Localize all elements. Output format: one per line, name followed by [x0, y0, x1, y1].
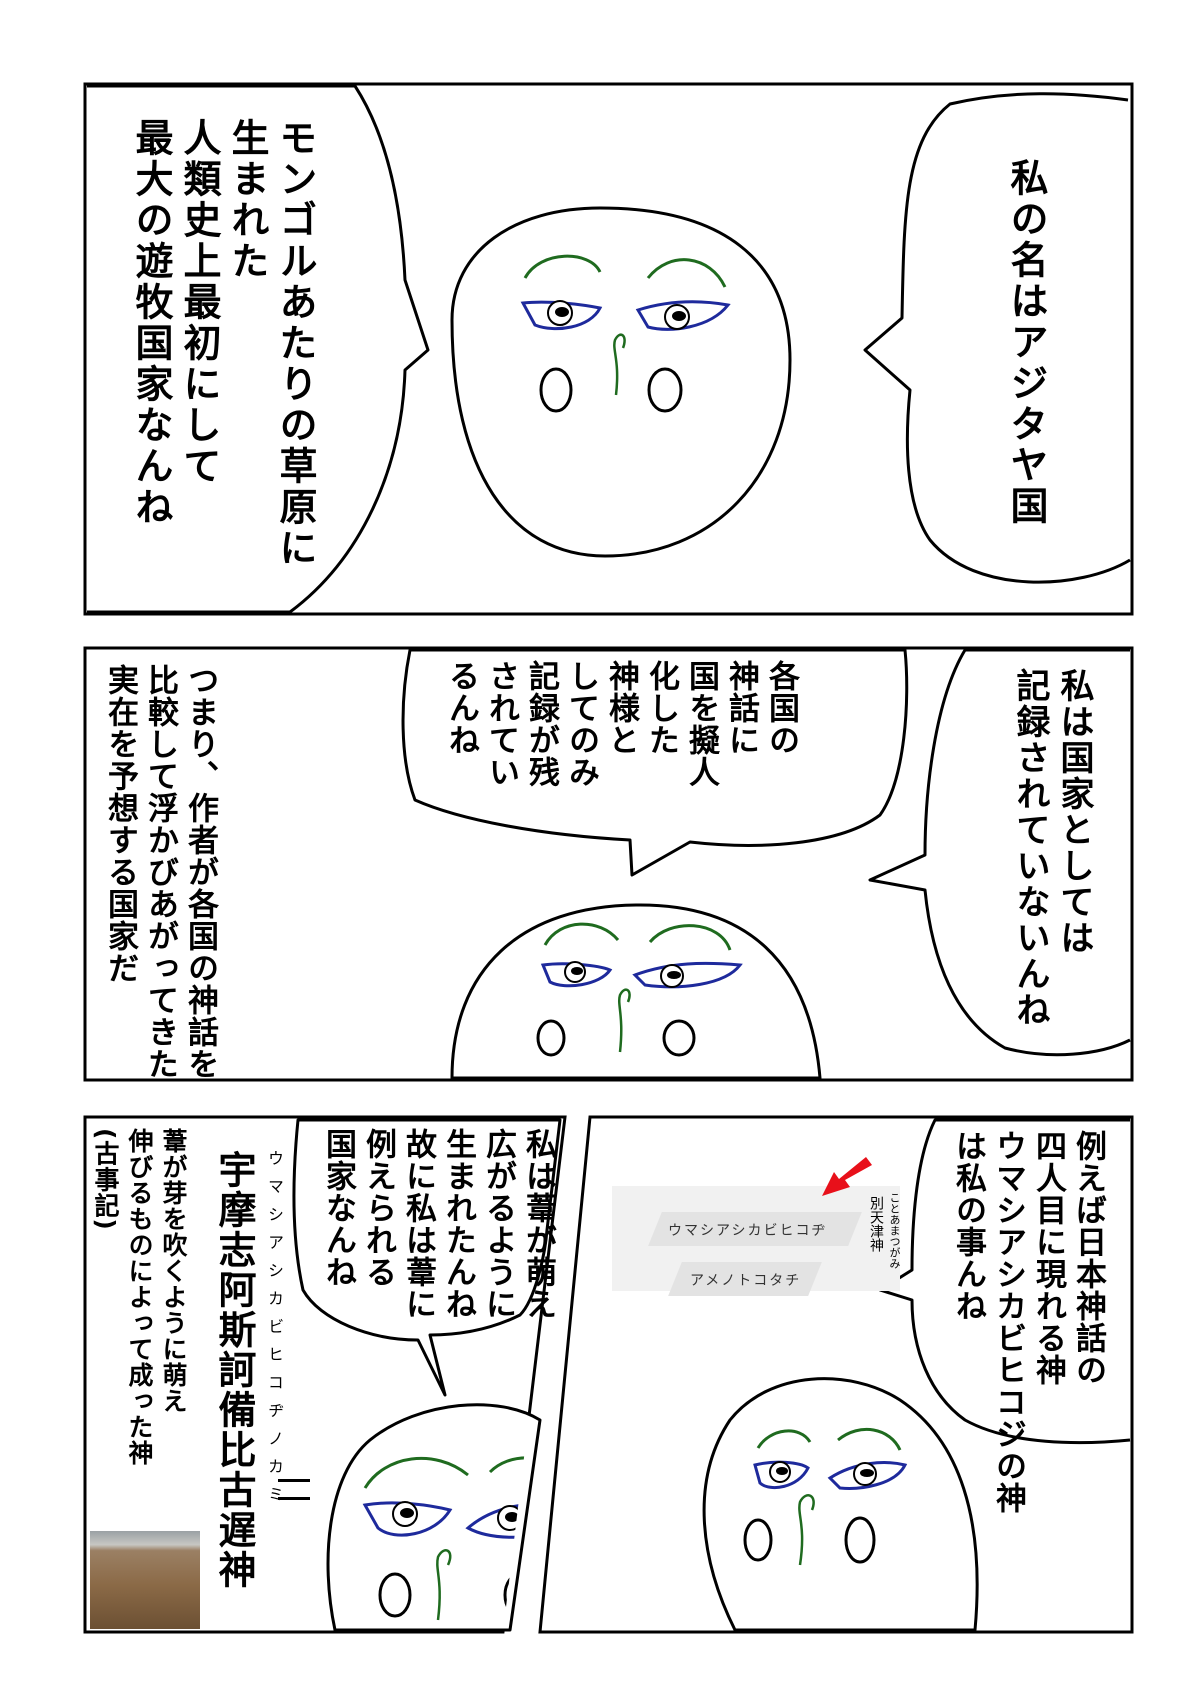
god-description: 葦が芽を吹くように萌え 伸びるものによって成った神 (古事記): [91, 1128, 188, 1466]
panel-1-right-bubble-text: 私の名はアジタヤ国: [1004, 158, 1048, 527]
panel-2-face: [536, 922, 743, 1057]
panel-2-center-bubble: [401, 648, 909, 877]
panel-3-face: [362, 1456, 562, 1621]
panel-4-bubble-text: 例えば日本神話の 四人目に現れる神 ウマシアシカビヒコジの神 は私の事んね: [950, 1130, 1106, 1514]
panel-4-face: [743, 1427, 908, 1566]
panel-3-head: [326, 1403, 542, 1632]
panel-1-left-bubble-text: モンゴルあたりの草原に 生まれた 人類史上最初にして 最大の遊牧国家なんね: [129, 118, 317, 569]
panel-3-bubble: [292, 1118, 562, 1397]
reaction-mark: [278, 1475, 312, 1503]
god-name: 宇摩志阿斯訶備比古遅神: [212, 1150, 256, 1590]
panel-1-right-bubble: [863, 92, 1131, 584]
panel-4-bubble: [878, 1118, 1131, 1445]
panel-4-head: [702, 1377, 979, 1632]
panel-2-narration: つまり、作者が各国の神話を 比較して浮かびあがってきた 実在を予想する国家だ: [102, 664, 218, 1080]
name-plate-1-text: ウマシアシカビヒコヂ: [668, 1223, 828, 1239]
panel-2-right-bubble: [868, 648, 1131, 1057]
name-plate-2-text: アメノトコタチ: [690, 1273, 802, 1289]
panel-1-left-bubble: [87, 84, 430, 614]
inset-vertical-label: 別天津神: [868, 1196, 884, 1252]
panel-2-right-bubble-text: 私は国家としては 記録されていないんね: [1010, 668, 1094, 1028]
panel-2-center-bubble-text: 各国の 神話に 国を擬人 化した 神様と してのみ 記録が残 されてい るんね: [443, 660, 799, 788]
red-arrow: [822, 1157, 872, 1196]
reed-photo: [90, 1531, 200, 1629]
inset-vertical-ruby: ことあまつがみ: [888, 1192, 901, 1269]
panel-3-bubble-text: 私は葦が萌え 広がるように 生まれたんね 故に私は葦に 例えられる 国家なんね: [320, 1128, 556, 1320]
god-name-ruby: ウマシアシカビヒコヂノカミ: [265, 1150, 284, 1514]
panel-1-face: [520, 254, 731, 413]
panel-1-head: [450, 206, 792, 558]
